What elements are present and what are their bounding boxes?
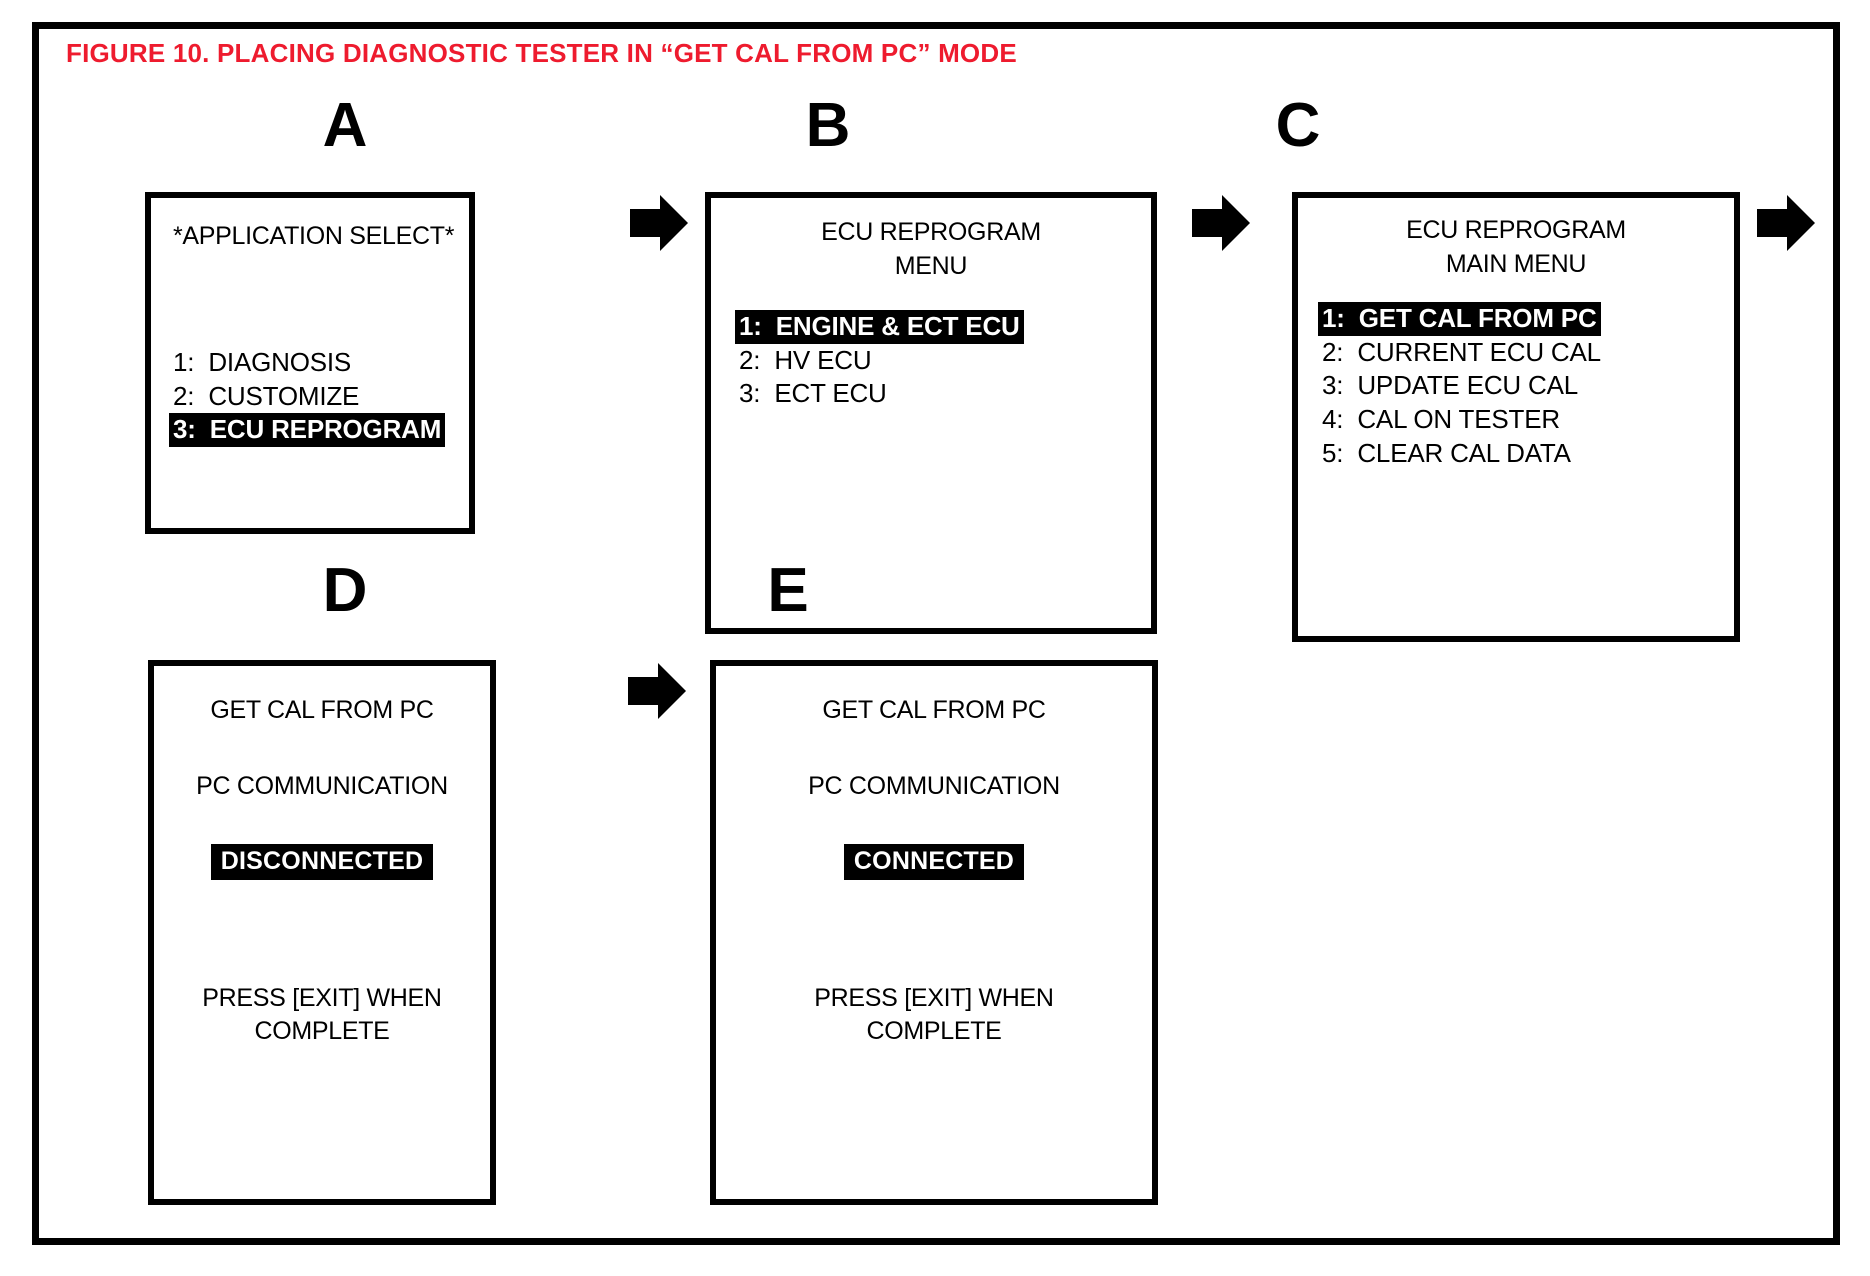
panel-c-item-4-num: 4: (1322, 404, 1344, 435)
panel-c-item-1-num: 1: (1322, 303, 1345, 333)
panel-c-item-5-label: CLEAR CAL DATA (1357, 437, 1571, 468)
screen-panel-c: ECU REPROGRAM MAIN MENU 1: GET CAL FROM … (1292, 192, 1740, 642)
panel-a-item-3[interactable]: 3: ECU REPROGRAM (169, 413, 446, 448)
screen-panel-e: GET CAL FROM PC PC COMMUNICATION CONNECT… (710, 660, 1158, 1205)
panel-e-title: GET CAL FROM PC (822, 696, 1046, 724)
panel-c-item-3-num: 3: (1322, 370, 1344, 401)
panel-e-footer: PRESS [EXIT] WHEN COMPLETE (814, 984, 1054, 1045)
panel-d-subtitle: PC COMMUNICATION (196, 772, 448, 800)
panel-letter-e: E (767, 556, 809, 625)
panel-b-item-1-num: 1: (739, 311, 762, 341)
panel-c-item-2-num: 2: (1322, 336, 1344, 367)
panel-a-item-3-num: 3: (173, 414, 196, 445)
panel-a-title: *APPLICATION SELECT* (173, 222, 455, 250)
panel-a-item-2[interactable]: 2: CUSTOMIZE (169, 380, 445, 414)
panel-b-item-1-label: ENGINE & ECT ECU (775, 311, 1020, 341)
panel-a-item-1-label: DIAGNOSIS (208, 347, 352, 377)
panel-e-subtitle: PC COMMUNICATION (808, 772, 1060, 800)
screen-panel-a: *APPLICATION SELECT* 1: DIAGNOSIS 2: CUS… (145, 192, 475, 534)
panel-b-title: ECU REPROGRAM MENU (821, 218, 1041, 280)
panel-b-item-3-label: ECT ECU (774, 378, 887, 409)
panel-c-item-4[interactable]: 4: CAL ON TESTER (1318, 403, 1605, 437)
panel-d-status-badge: DISCONNECTED (210, 844, 434, 880)
panel-c-title: ECU REPROGRAM MAIN MENU (1406, 216, 1626, 278)
panel-b-item-3[interactable]: 3: ECT ECU (735, 377, 1024, 411)
panel-c-item-4-label: CAL ON TESTER (1357, 404, 1560, 435)
panel-a-item-2-num: 2: (173, 380, 195, 411)
arrow-c-to-d (1757, 192, 1815, 254)
panel-b-item-2-label: HV ECU (774, 344, 872, 375)
panel-c-item-2[interactable]: 2: CURRENT ECU CAL (1318, 336, 1605, 370)
arrow-a-to-b (630, 192, 688, 254)
panel-letter-b: B (805, 91, 851, 160)
panel-letter-c: C (1275, 91, 1321, 160)
panel-c-item-1[interactable]: 1: GET CAL FROM PC (1318, 302, 1601, 336)
panel-b-item-2[interactable]: 2: HV ECU (735, 344, 1024, 378)
panel-d-footer: PRESS [EXIT] WHEN COMPLETE (202, 984, 442, 1045)
panel-a-item-1[interactable]: 1: DIAGNOSIS (169, 346, 445, 380)
panel-e-status-badge: CONNECTED (843, 844, 1025, 880)
panel-c-item-2-label: CURRENT ECU CAL (1357, 336, 1601, 367)
panel-b-item-1[interactable]: 1: ENGINE & ECT ECU (735, 310, 1024, 344)
panel-c-item-5[interactable]: 5: CLEAR CAL DATA (1318, 437, 1605, 471)
panel-a-menu: 1: DIAGNOSIS 2: CUSTOMIZE 3: ECU REPROGR… (169, 346, 446, 448)
panel-d-title: GET CAL FROM PC (210, 696, 434, 724)
screen-panel-b: ECU REPROGRAM MENU 1: ENGINE & ECT ECU 2… (705, 192, 1157, 634)
panel-b-item-3-num: 3: (739, 378, 761, 409)
panel-e-status-wrapper: CONNECTED (716, 844, 1152, 880)
panel-b-menu: 1: ENGINE & ECT ECU 2: HV ECU 3: ECT ECU (735, 310, 1024, 411)
panel-letter-d: D (322, 556, 368, 625)
panel-c-item-3[interactable]: 3: UPDATE ECU CAL (1318, 369, 1605, 403)
panel-b-item-2-num: 2: (739, 344, 761, 375)
panel-a-item-2-label: CUSTOMIZE (208, 380, 360, 411)
arrow-d-to-e (628, 660, 686, 722)
figure-caption: FIGURE 10. PLACING DIAGNOSTIC TESTER IN … (66, 38, 1017, 68)
panel-c-item-5-num: 5: (1322, 437, 1344, 468)
arrow-b-to-c (1192, 192, 1250, 254)
panel-letter-a: A (322, 91, 368, 160)
panel-a-item-1-num: 1: (173, 347, 195, 377)
panel-c-item-3-label: UPDATE ECU CAL (1357, 370, 1579, 401)
screen-panel-d: GET CAL FROM PC PC COMMUNICATION DISCONN… (148, 660, 496, 1205)
panel-a-item-3-label: ECU REPROGRAM (209, 414, 442, 445)
panel-d-status-wrapper: DISCONNECTED (154, 844, 490, 880)
panel-c-item-1-label: GET CAL FROM PC (1358, 303, 1597, 333)
panel-c-menu: 1: GET CAL FROM PC 2: CURRENT ECU CAL 3:… (1318, 302, 1605, 471)
